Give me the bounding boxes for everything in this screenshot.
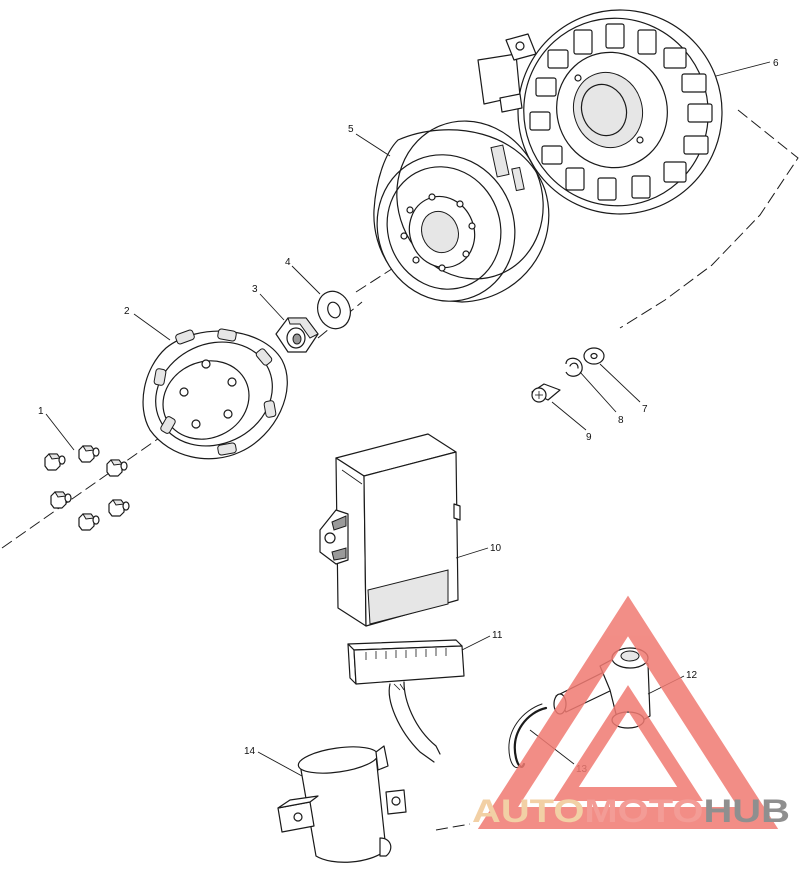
callout-10: 10: [490, 543, 502, 554]
callout-8: 8: [618, 415, 624, 426]
watermark-triangle-icon: [477, 595, 779, 829]
stator-part-6: [477, 9, 723, 215]
watermark-inner-triangle-icon: [553, 685, 703, 801]
watermark-auto: AUTO: [472, 793, 584, 829]
callout-6: 6: [773, 58, 779, 69]
callout-7: 7: [642, 404, 648, 415]
connector-part-11: [347, 639, 465, 763]
callout-3: 3: [252, 284, 258, 295]
washer-part-7: [583, 347, 605, 365]
callout-2: 2: [124, 306, 130, 317]
callout-11: 11: [492, 630, 503, 641]
bolts-part-1: [44, 445, 130, 531]
screw-part-9: [531, 383, 561, 403]
lock-washer-part-8: [565, 357, 583, 377]
callout-5: 5: [348, 124, 354, 135]
callout-9: 9: [586, 432, 592, 443]
watermark-hub: HUB: [703, 793, 790, 829]
watermark-moto: MOTO: [584, 793, 703, 829]
callout-1: 1: [38, 406, 44, 417]
nut-part-3: [275, 317, 319, 353]
callout-4: 4: [285, 257, 291, 268]
starter-cup-part-2: [142, 328, 288, 460]
callout-14: 14: [244, 746, 256, 757]
ignition-coil-part-14: [277, 745, 407, 863]
flywheel-part-5: [373, 120, 550, 303]
callout-12: 12: [686, 670, 698, 681]
washer-part-4: [317, 290, 351, 330]
cdi-module-part-10: [319, 433, 461, 627]
